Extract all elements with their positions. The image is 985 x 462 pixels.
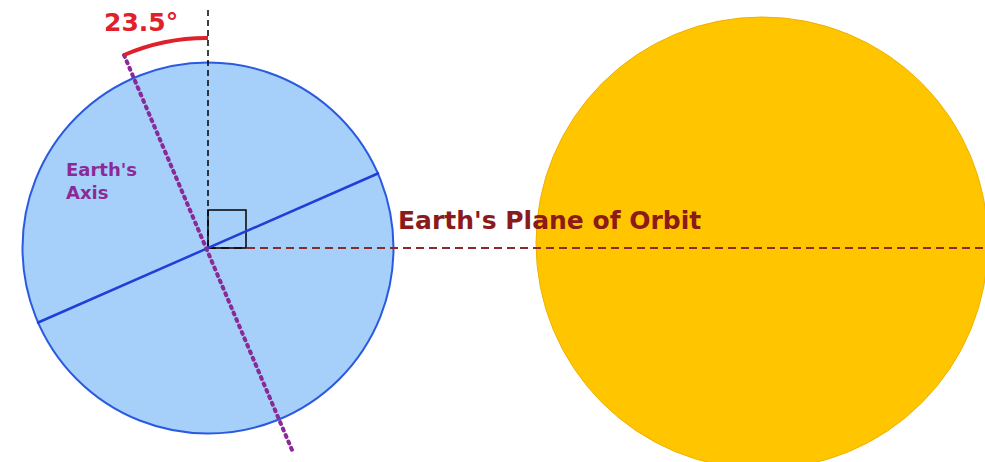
orbit-plane-label: Earth's Plane of Orbit <box>398 206 701 235</box>
right-angle-mark <box>208 210 246 248</box>
sun <box>536 17 985 462</box>
angle-label: 23.5° <box>104 8 178 37</box>
orbit-plane-line <box>208 247 985 249</box>
earth-axis-line <box>124 55 292 450</box>
axis-label: Earth's Axis <box>66 159 176 204</box>
tilt-arc <box>124 38 208 55</box>
